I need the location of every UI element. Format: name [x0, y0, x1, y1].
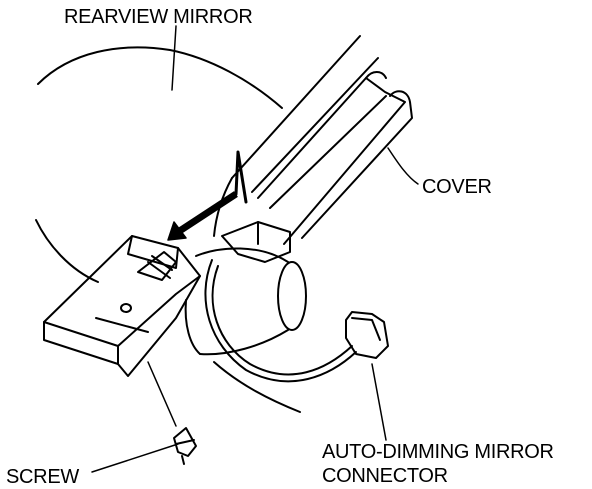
screw-cover-bracket — [43, 235, 201, 377]
connector-leader — [371, 363, 387, 441]
cover-part — [221, 71, 413, 263]
screw-label: SCREW — [6, 466, 79, 488]
screw-icon — [173, 427, 197, 465]
rearview-mirror-label: REARVIEW MIRROR — [64, 6, 253, 28]
auto-dimming-connector-label-line1: AUTO-DIMMING MIRROR — [322, 441, 554, 463]
mirror-outline — [35, 46, 301, 413]
removal-direction-arrow — [167, 150, 248, 241]
auto-dimming-connector-label-line2: CONNECTOR — [322, 465, 448, 487]
screw-leader — [91, 443, 179, 473]
mirror-base — [184, 247, 307, 356]
rearview-mirror-leader — [171, 25, 177, 91]
cover-label: COVER — [422, 176, 492, 198]
mirror-stay — [213, 35, 379, 237]
screw-drop-leader — [147, 361, 177, 427]
leader-lines — [91, 25, 419, 473]
auto-dimming-connector — [345, 311, 389, 359]
connector-wire — [204, 259, 357, 383]
cover-leader — [387, 147, 419, 185]
